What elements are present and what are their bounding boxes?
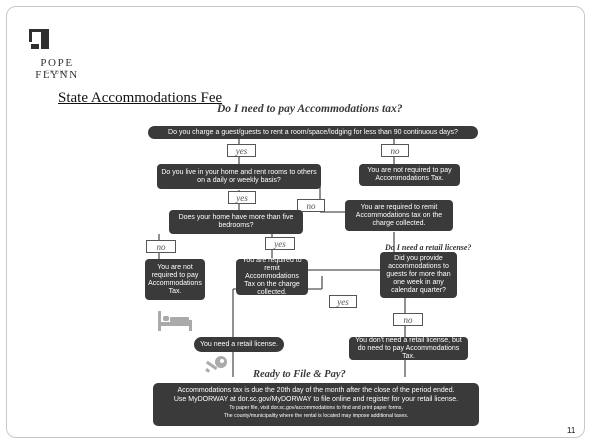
logo-wordmark: POPE FLYNN <box>35 57 79 81</box>
answer-yes-q3: yes <box>265 237 295 250</box>
key-icon <box>205 356 227 373</box>
page-number: 11 <box>567 426 576 435</box>
answer-yes-q4: yes <box>329 295 357 308</box>
slide-title: State Accommodations Fee <box>58 90 223 106</box>
answer-no-q2: no <box>297 199 325 212</box>
answer-no-q3: no <box>146 240 176 253</box>
bed-icon <box>158 311 192 331</box>
local-taxes-line: The county/municipality where the rental… <box>223 413 409 419</box>
ready-to-file-heading: Ready to File & Pay? <box>253 369 346 380</box>
result-need-retail-license: You need a retail license. <box>194 337 284 352</box>
logo-subtitle: GROUP <box>45 70 69 76</box>
result-required-remit-2: You are required to remit Accommodations… <box>236 257 308 296</box>
question-more-than-five-bedrooms: Does your home have more than five bedro… <box>169 210 303 234</box>
paper-file-line: To paper file, visit dor.sc.gov/accommod… <box>229 405 403 411</box>
answer-no-q1: no <box>381 144 409 157</box>
filing-instructions: Accommodations tax is due the 20th day o… <box>153 383 479 426</box>
mydorway-line: Use MyDORWAY at dor.sc.gov/MyDORWAY to f… <box>173 396 459 403</box>
result-not-required-1: You are not required to pay Accommodatio… <box>359 164 460 186</box>
question-rent-less-than-90-days: Do you charge a guest/guests to rent a r… <box>148 126 478 139</box>
answer-yes-q2: yes <box>228 191 256 204</box>
result-required-remit-1: You are required to remit Accommodations… <box>345 200 453 231</box>
result-not-required-2: You are not required to pay Accommodatio… <box>145 259 205 300</box>
question-live-in-home: Do you live in your home and rent rooms … <box>157 164 321 189</box>
result-no-retail-license: You don't need a retail license, but do … <box>349 337 468 360</box>
pope-flynn-logo-icon <box>29 29 49 49</box>
slide: POPE FLYNN GROUP State Accommodations Fe… <box>6 6 585 438</box>
question-more-than-one-week: Did you provide accommodations to guests… <box>380 252 457 298</box>
due-date-line: Accommodations tax is due the 20th day o… <box>177 387 455 394</box>
retail-license-question: Do I need a retail license? <box>385 243 472 252</box>
flowchart-title: Do I need to pay Accommodations tax? <box>217 103 403 115</box>
answer-no-q4: no <box>393 313 423 326</box>
answer-yes-q1: yes <box>227 144 256 157</box>
